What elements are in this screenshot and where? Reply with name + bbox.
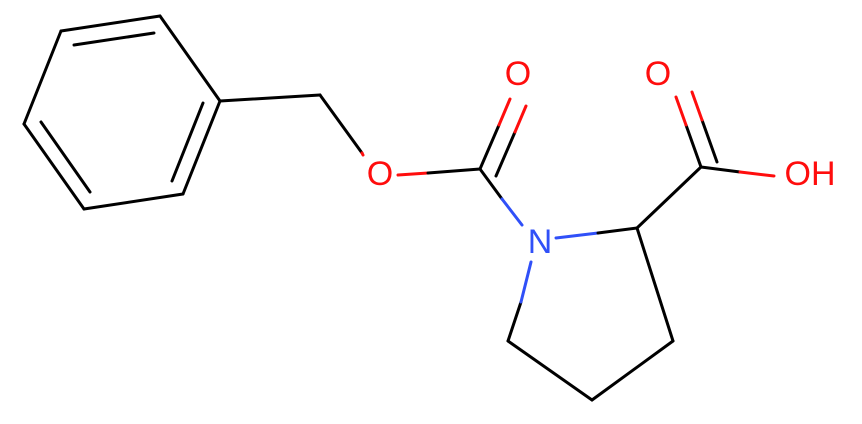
bond-acid-co-2-red bbox=[690, 90, 704, 122]
bond-ring-ch2 bbox=[218, 93, 322, 103]
atom-o-ester: O bbox=[367, 155, 393, 193]
atom-n-ring: N bbox=[528, 223, 553, 261]
pyrrolidine-ring bbox=[506, 226, 675, 402]
bond-o-carbonyl bbox=[426, 167, 482, 175]
bond-n-c2 bbox=[596, 226, 639, 235]
bond-benzene-5-inner bbox=[39, 120, 92, 194]
bond-acid-oh-red bbox=[738, 170, 776, 178]
bond-acid-co-2 bbox=[700, 118, 719, 164]
bond-carbamate-co-2 bbox=[494, 130, 517, 178]
bond-acid-co-1-red bbox=[674, 95, 688, 127]
bond-benzene-6 bbox=[22, 29, 63, 126]
bond-o-carbonyl-red bbox=[396, 171, 430, 177]
bond-carbamate-co-1 bbox=[478, 123, 501, 171]
atom-oh-acid: OH bbox=[785, 155, 836, 193]
bond-benzene-1-inner bbox=[72, 31, 156, 47]
bond-benzene-5 bbox=[22, 122, 86, 211]
bond-benzene-3-inner bbox=[170, 101, 205, 183]
bond-benzene-2 bbox=[158, 14, 222, 103]
bond-c5-n-blue bbox=[519, 260, 533, 304]
atom-o-acid-carbonyl: O bbox=[645, 55, 671, 93]
bond-c3-c4 bbox=[590, 339, 675, 402]
bond-ch2-o bbox=[318, 93, 364, 155]
bond-n-c2-blue bbox=[554, 231, 600, 240]
benzene-ring bbox=[22, 14, 222, 211]
bond-c5-n bbox=[506, 300, 523, 343]
bond-benzene-4 bbox=[82, 192, 185, 211]
bond-benzene-1 bbox=[59, 14, 162, 33]
bond-carbamate-co-1-red bbox=[497, 97, 512, 127]
atom-o-carbamate-carbonyl: O bbox=[505, 55, 531, 93]
bond-carbonyl-n-blue bbox=[500, 197, 524, 227]
bond-c4-c5 bbox=[506, 339, 594, 402]
bond-c2-c3 bbox=[635, 226, 675, 343]
bond-carbonyl-n bbox=[478, 167, 504, 201]
bond-ch2-o-red bbox=[360, 151, 365, 157]
bond-carbamate-co-2-red bbox=[513, 104, 528, 134]
bond-c2-cooh bbox=[635, 165, 703, 230]
bond-acid-oh bbox=[699, 165, 742, 174]
bond-benzene-3 bbox=[181, 99, 222, 196]
bond-acid-co-1 bbox=[684, 123, 703, 169]
